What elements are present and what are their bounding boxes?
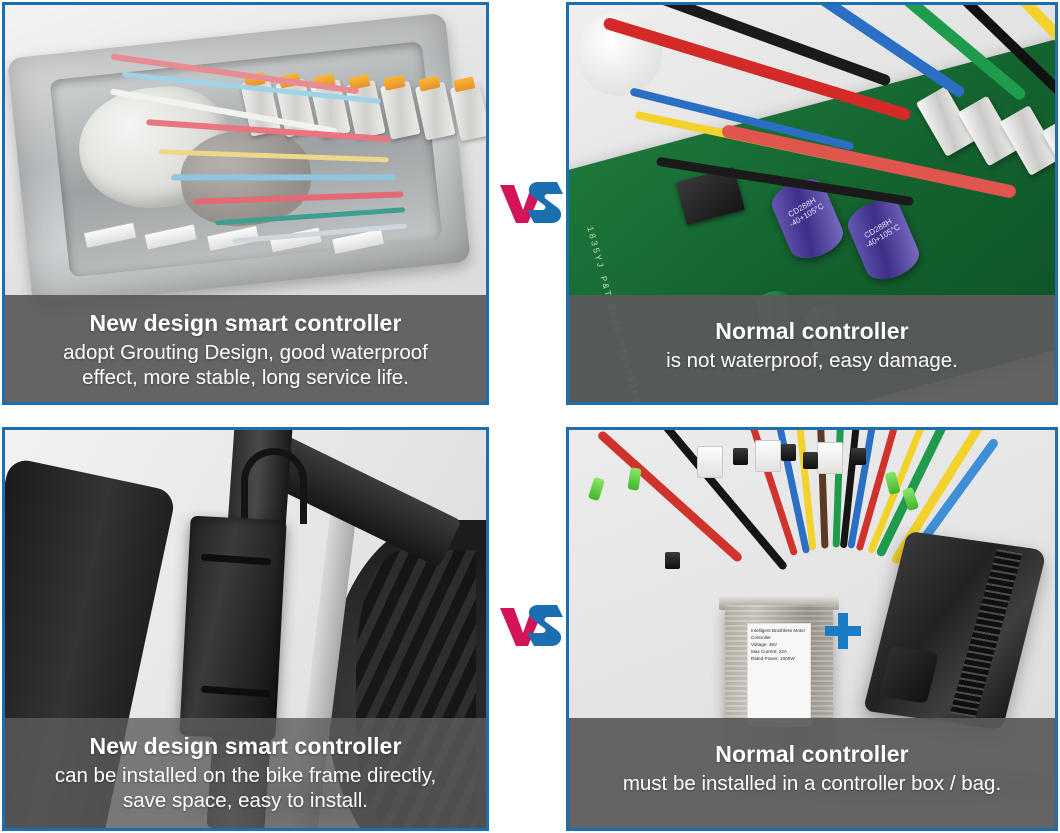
caption-title: Normal controller [715,741,909,767]
capacitor: CD288H -40+105°C [842,192,925,287]
controller-cable [241,448,307,524]
caption-line: save space, easy to install. [123,788,368,812]
caption-title: New design smart controller [89,733,402,759]
vs-icon [500,182,563,223]
caption-line: must be installed in a controller box / … [622,771,1002,795]
caption-line: is not waterproof, easy damage. [666,348,958,372]
capacitor-label: CD288H -40+105°C [786,195,826,229]
vs-badge-bottom [494,588,566,660]
caption-top-left: New design smart controller adopt Grouti… [5,295,486,402]
panel-bottom-right[interactable]: Intelligent Brushless Motor Controller V… [566,427,1058,831]
caption-line: effect, more stable, long service life. [82,365,409,389]
caption-title: Normal controller [715,318,909,344]
caption-top-right: Normal controller is not waterproof, eas… [569,295,1055,402]
controller-spec-label: Intelligent Brushless Motor Controller V… [747,623,811,727]
panel-top-right[interactable]: 1835YJ P&T RoHS YJ20302P0 CD288H -40+105… [566,2,1058,405]
caption-bottom-right: Normal controller must be installed in a… [569,718,1055,828]
caption-line: adopt Grouting Design, good waterproof [63,340,428,364]
capacitor-label: CD288H -40+105°C [862,216,902,250]
vs-icon [500,605,563,646]
caption-title: New design smart controller [89,310,402,336]
smart-controller-unit [179,515,287,741]
plus-icon [820,608,866,654]
caption-line: can be installed on the bike frame direc… [54,763,437,787]
vs-badge-top [494,165,566,237]
panel-bottom-left[interactable]: New design smart controller can be insta… [2,427,489,831]
caption-bottom-left: New design smart controller can be insta… [5,718,486,828]
panel-top-left[interactable]: New design smart controller adopt Grouti… [2,2,489,405]
